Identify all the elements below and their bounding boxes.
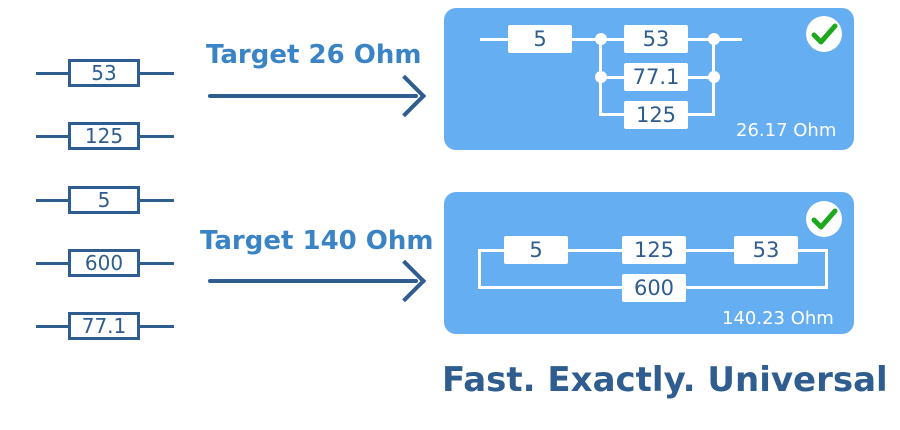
circuit-wire [478,249,481,289]
circuit-resistor: 77.1 [624,63,688,91]
circuit-resistor: 600 [622,274,686,302]
target-label-26: Target 26 Ohm [206,40,422,70]
circuit-wire [480,38,742,41]
circuit-resistor: 5 [504,236,568,264]
resistor-lead-left [36,135,70,138]
circuit-resistor: 125 [622,236,686,264]
junction-node [595,71,607,83]
check-icon [806,16,842,52]
resistor-value: 600 [68,249,140,277]
resistor-lead-right [140,199,174,202]
resistor-value: 77.1 [68,312,140,340]
circuit-resistor: 53 [734,236,798,264]
circuit-resistor: 53 [624,25,688,53]
result-panel-2: 5 125 53 600 140.23 Ohm [444,192,854,334]
resistor-lead-left [36,325,70,328]
resistor-lead-right [140,262,174,265]
junction-node [708,33,720,45]
result-value: 26.17 Ohm [736,120,837,141]
junction-node [708,71,720,83]
resistor-value: 5 [68,186,140,214]
resistor-lead-left [36,199,70,202]
resistor-value: 53 [68,59,140,87]
resistor-lead-right [140,325,174,328]
resistor-lead-left [36,72,70,75]
result-value: 140.23 Ohm [722,308,834,329]
resistor-lead-right [140,72,174,75]
resistor-value: 125 [68,122,140,150]
resistor-lead-right [140,135,174,138]
circuit-wire [825,249,828,289]
circuit-resistor: 5 [508,25,572,53]
result-panel-1: 5 53 77.1 125 26.17 Ohm [444,8,854,150]
check-icon [806,201,842,237]
tagline: Fast. Exactly. Universal [442,360,888,400]
circuit-resistor: 125 [624,101,688,129]
target-label-140: Target 140 Ohm [200,226,434,256]
resistor-lead-left [36,262,70,265]
junction-node [595,33,607,45]
